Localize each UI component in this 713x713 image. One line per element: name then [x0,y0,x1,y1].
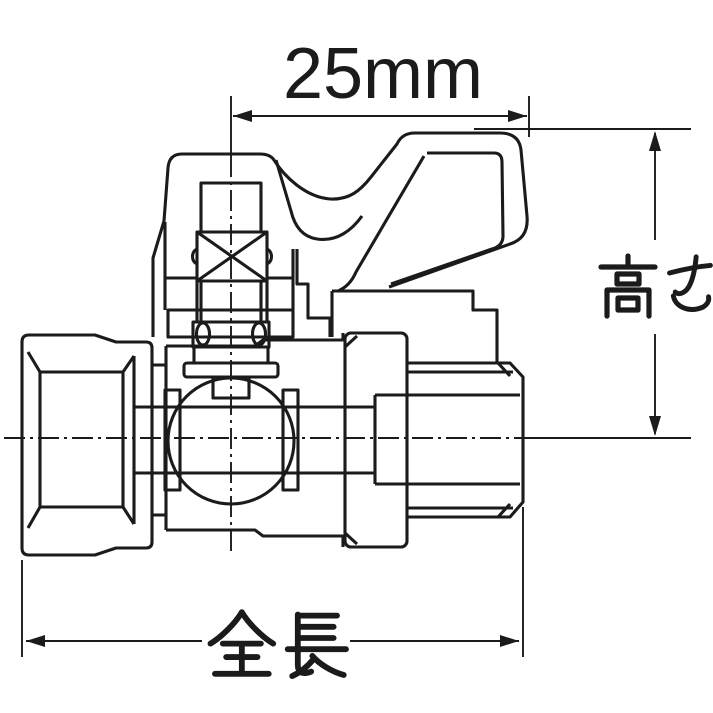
centerlines [4,96,524,556]
arrowhead-left [26,635,45,647]
arrowhead-up [649,131,661,151]
thread-outline [407,361,525,519]
left-seat [163,388,182,492]
handle-grip-inner-left [337,155,426,293]
oring-right [250,321,268,347]
handle-outline [151,131,529,337]
arrowhead-left [233,110,252,122]
end-bore [373,393,520,486]
arrowhead-right [500,635,519,647]
right-seat [281,388,300,492]
neck [152,363,166,517]
thread-marks [496,361,512,519]
dimension-height [474,128,713,439]
valve-body [164,333,345,547]
dimension-overall-length [21,507,524,679]
dimension-width-25mm: 25mm [233,34,530,137]
oring-left [194,321,212,347]
glyph-taka [598,253,658,319]
bonnet-flange [166,308,295,339]
stem-flange-lower [182,361,280,379]
thread-root-lines [407,370,513,510]
glyph-chou [284,611,349,679]
valve-drawing [20,131,529,557]
handle-lower-plate [332,289,499,363]
gland-cross [196,230,268,283]
glyph-zen [207,609,277,677]
flow-bore [134,405,375,475]
glyph-sa [667,254,713,312]
male-thread-end [373,361,525,519]
left-cap-nut [20,333,154,557]
union-hex [298,331,409,549]
arrowhead-down [649,416,661,436]
stem-assembly [182,181,280,379]
height-dimension-label [598,253,713,319]
bonnet [165,276,295,339]
handle-grip-inner [390,151,505,286]
width-dimension-label: 25mm [283,34,483,114]
length-dimension-label [207,609,349,679]
cap-face [38,370,125,509]
body-bottom-edge [166,528,345,547]
handle-saddle-inner [274,159,364,241]
hex-body [343,331,409,549]
handle-skirt-right [295,249,332,337]
handle [151,131,529,363]
ball-stem-slot [211,378,251,400]
arrowhead-right [508,110,527,122]
